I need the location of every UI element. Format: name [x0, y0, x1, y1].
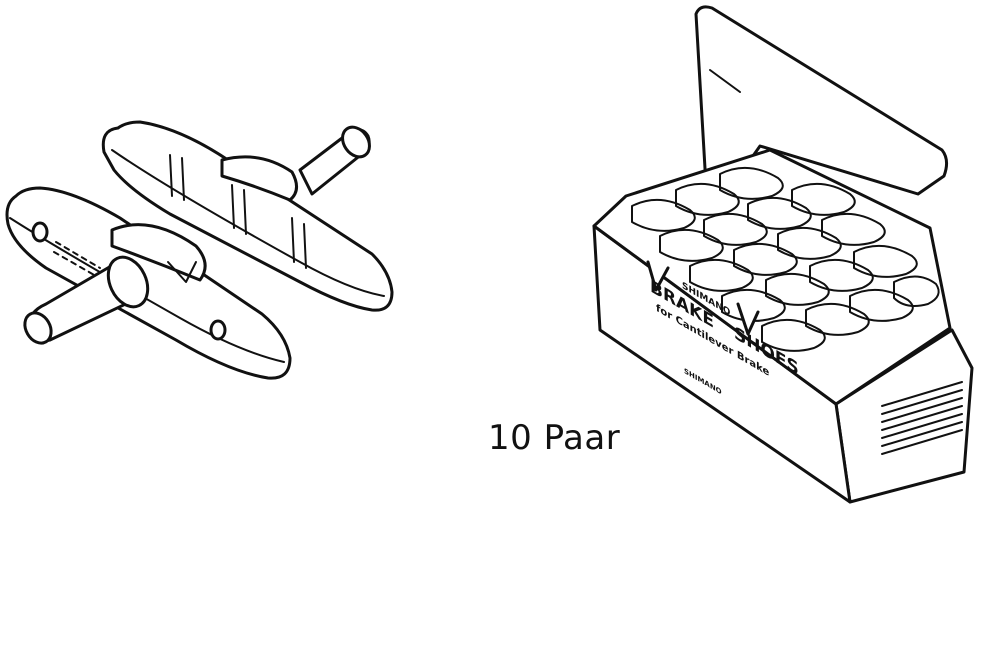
box-lid: [694, 5, 949, 222]
quantity-caption: 10 Paar: [488, 418, 621, 458]
back-shoe-post: [298, 125, 371, 196]
brake-shoe-box-illustration: SHIMANO BRAKE SHOES for Cantilever Brake…: [592, 5, 974, 504]
vent-slots: [881, 381, 963, 455]
front-shoe-post: [23, 255, 150, 345]
brake-shoe-pair-illustration: [5, 120, 394, 380]
packed-shoes: [592, 148, 952, 406]
back-brake-shoe: [101, 120, 394, 312]
